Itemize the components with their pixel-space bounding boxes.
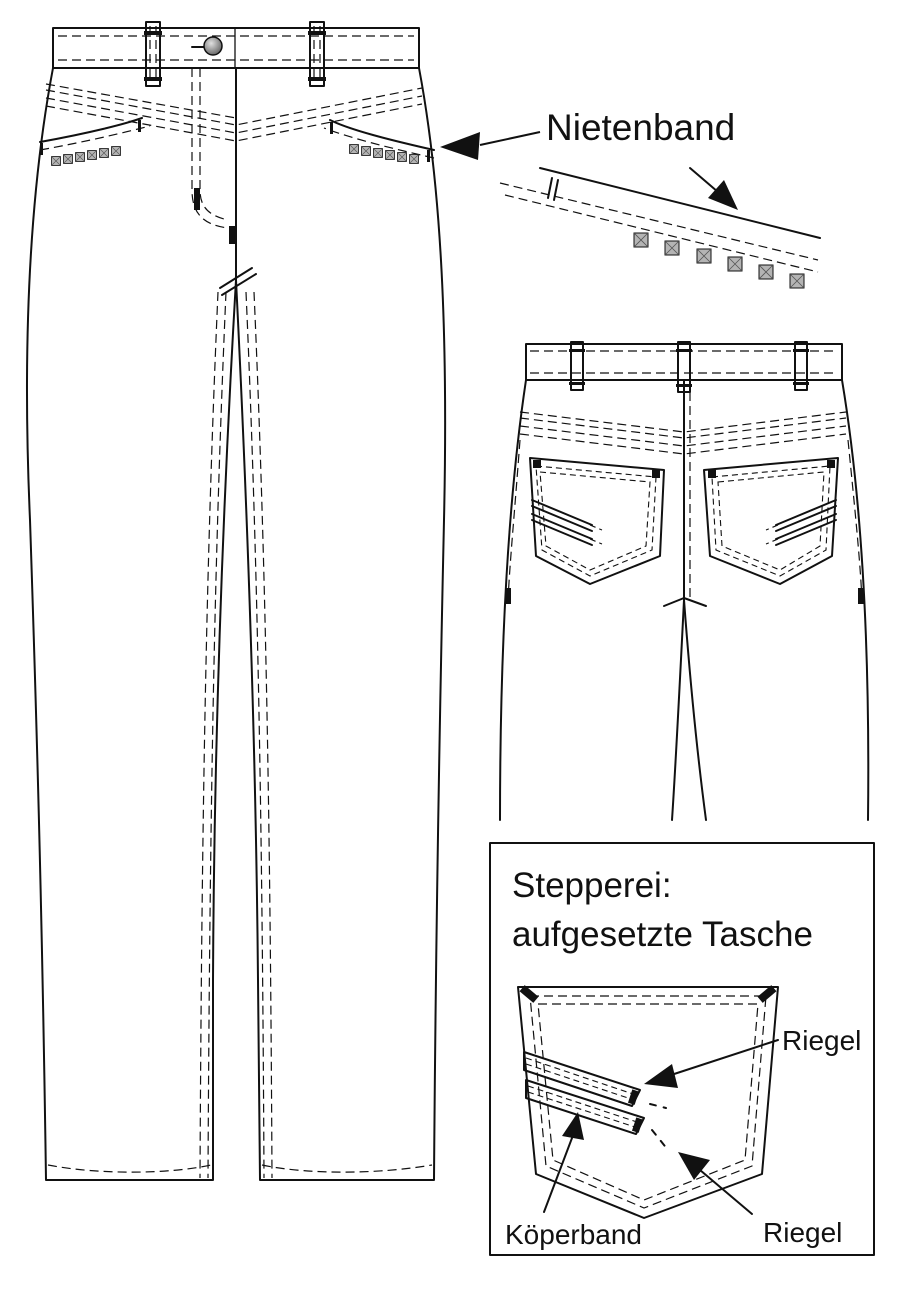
front-outline-left-leg bbox=[26, 67, 237, 1181]
inset-pocket-detail bbox=[517, 985, 779, 1219]
rivet-band-detail bbox=[440, 131, 821, 289]
back-belt-loop-right bbox=[793, 341, 809, 391]
front-outline-right-leg bbox=[235, 67, 447, 1181]
inset-title-line1: Stepperei: bbox=[512, 866, 672, 905]
back-view-jeans bbox=[499, 341, 870, 821]
back-belt-loop-left bbox=[569, 341, 585, 391]
twill-tape-upper bbox=[523, 1051, 641, 1107]
front-rivet-band-left bbox=[51, 146, 121, 166]
back-pocket-left bbox=[529, 457, 665, 585]
front-rivet-band-right bbox=[349, 144, 419, 164]
pocket-stitching-inset-box bbox=[489, 842, 875, 1256]
waist-button bbox=[203, 36, 223, 56]
label-nietenband: Nietenband bbox=[546, 107, 735, 148]
inset-title-line2: aufgesetzte Tasche bbox=[512, 915, 813, 954]
nietenband-arrow bbox=[479, 131, 541, 146]
label-riegel-top: Riegel bbox=[782, 1025, 861, 1056]
front-view-jeans bbox=[26, 21, 447, 1181]
back-pocket-right bbox=[703, 457, 839, 585]
label-riegel-bottom: Riegel bbox=[763, 1217, 842, 1248]
front-belt-loop-left bbox=[144, 21, 162, 87]
twill-tape-lower bbox=[525, 1079, 645, 1135]
label-koeperband: Köperband bbox=[505, 1219, 642, 1250]
front-waistband bbox=[52, 27, 420, 69]
front-belt-loop-right bbox=[308, 21, 326, 87]
